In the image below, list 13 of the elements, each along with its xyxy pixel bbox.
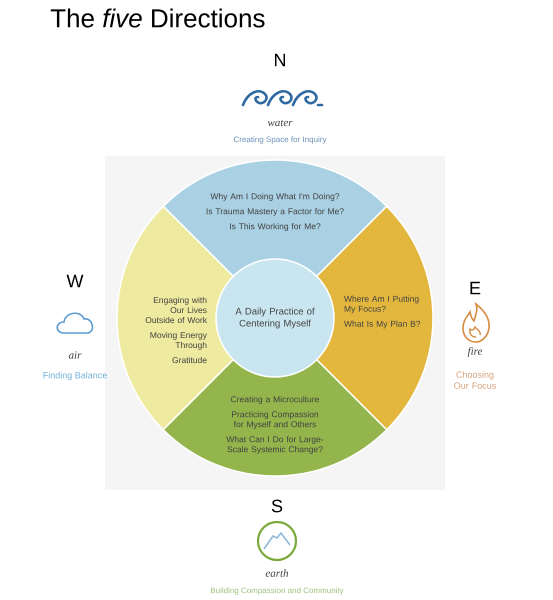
- title: The five Directions: [50, 8, 265, 28]
- direction-letter: N: [274, 54, 286, 66]
- element-name: water: [268, 120, 293, 126]
- direction-theme: Creating Space for Inquiry: [234, 136, 326, 144]
- element-name: air: [68, 351, 82, 359]
- element-name: fire: [468, 346, 482, 358]
- direction-letter: E: [470, 282, 480, 294]
- direction-letter: S: [272, 500, 282, 512]
- direction-theme: Finding Balance: [43, 372, 107, 380]
- direction-theme: Building Compassion and Community: [210, 587, 344, 595]
- direction-theme: Choosing Our Focus: [454, 371, 496, 389]
- direction-letter: W: [66, 274, 84, 288]
- element-name: earth: [266, 569, 288, 577]
